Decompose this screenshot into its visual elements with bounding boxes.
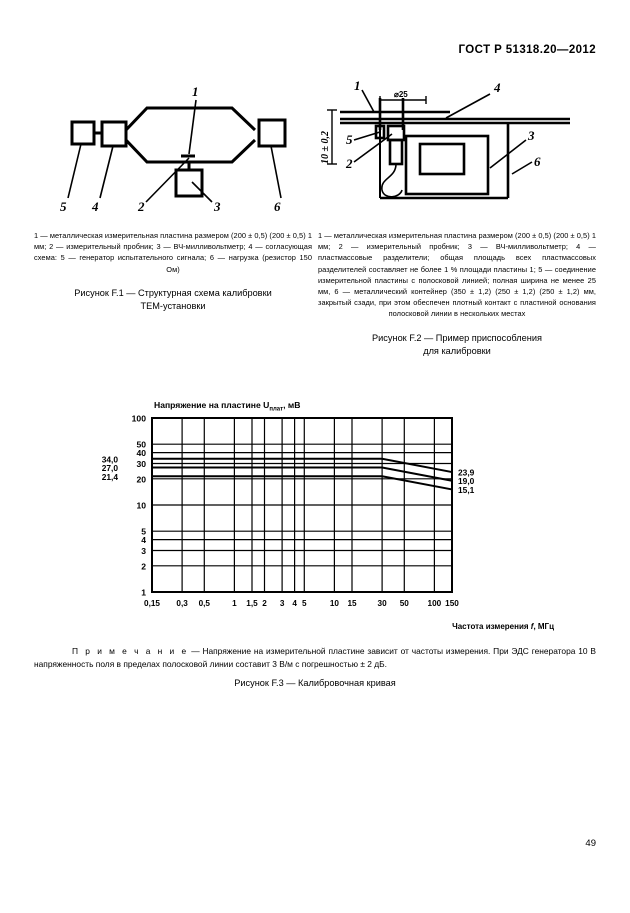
f1-label-4: 4 xyxy=(91,199,99,214)
chart-xtick-0,15: 0,15 xyxy=(144,599,160,608)
chart-xtick-0,5: 0,5 xyxy=(199,599,211,608)
chart-xtick-100: 100 xyxy=(428,599,442,608)
chart-xaxis-title: Частота измерения f, МГц xyxy=(452,622,554,631)
chart-ytick-30: 30 xyxy=(136,459,146,469)
chart-title: Напряжение на пластине Uплат, мВ xyxy=(154,400,300,413)
chart-ytick-1: 1 xyxy=(141,588,146,598)
chart-right-label-3: 15,1 xyxy=(458,485,475,495)
chart-xtick-4: 4 xyxy=(292,599,297,608)
chart-left-label-2: 27,0 xyxy=(102,463,119,473)
page-header: ГОСТ Р 51318.20—2012 xyxy=(458,44,596,56)
figure-f1-legend: 1 — металлическая измерительная пластина… xyxy=(34,231,312,274)
chart-ytick-20: 20 xyxy=(136,474,146,484)
chart-xtick-10: 10 xyxy=(330,599,340,608)
chart-xtick-50: 50 xyxy=(400,599,410,608)
f1-label-1: 1 xyxy=(192,84,199,99)
figure-f2-diagram: 10 ± 0,2 ⌀25 xyxy=(318,78,596,218)
figure-f3-caption: Рисунок F.3 — Калибровочная кривая xyxy=(234,678,396,688)
figure-f2-block: 10 ± 0,2 ⌀25 xyxy=(318,78,596,368)
chart-title-subscript: плат xyxy=(269,406,284,413)
figure-f1-diagram: 5 4 2 3 6 1 xyxy=(34,78,312,218)
chart-left-label-1: 34,0 xyxy=(102,454,119,464)
f1-label-6: 6 xyxy=(274,199,281,214)
figure-f2-caption: Рисунок F.2 — Пример приспособления для … xyxy=(318,332,596,358)
figures-row: 5 4 2 3 6 1 1 — металлическая измеритель… xyxy=(34,78,596,368)
figure-f2-caption-line1: Рисунок F.2 — Пример приспособления xyxy=(372,332,542,343)
note-dash: — xyxy=(188,646,203,656)
chart-right-label-1: 23,9 xyxy=(458,468,475,478)
chart-xtick-15: 15 xyxy=(347,599,357,608)
figure-f1-caption-line2: ТЕМ-установки xyxy=(140,300,206,311)
note-text: Напряжение на измерительной пластине зав… xyxy=(34,646,597,669)
chart-xtick-3: 3 xyxy=(280,599,285,608)
figure-f2-legend: 1 — металлическая измерительная пластина… xyxy=(318,231,596,319)
f1-label-2: 2 xyxy=(137,199,145,214)
f2-dimension-diameter: ⌀25 xyxy=(394,90,408,99)
chart-ytick-50: 50 xyxy=(136,440,146,450)
chart-xtick-1: 1 xyxy=(232,599,237,608)
figure-f2-caption-line2: для калибровки xyxy=(423,345,491,356)
chart-ytick-40: 40 xyxy=(136,448,146,458)
figure-f1-block: 5 4 2 3 6 1 1 — металлическая измеритель… xyxy=(34,78,312,368)
chart-xtick-1,5: 1,5 xyxy=(246,599,258,608)
f2-label-1: 1 xyxy=(354,78,361,93)
f1-label-5: 5 xyxy=(60,199,67,214)
chart-xtick-2: 2 xyxy=(262,599,267,608)
note-label: П р и м е ч а н и е xyxy=(72,646,189,656)
chart-ytick-100: 100 xyxy=(132,414,147,424)
chart-right-label-2: 19,0 xyxy=(458,476,475,486)
chart-xtick-0,3: 0,3 xyxy=(176,599,188,608)
chart-series-1 xyxy=(152,457,453,474)
chart-ytick-4: 4 xyxy=(141,535,146,545)
chart-title-main: Напряжение на пластине U xyxy=(154,400,270,410)
figure-f1-caption: Рисунок F.1 — Структурная схема калибров… xyxy=(34,287,312,313)
figure-f1-caption-line1: Рисунок F.1 — Структурная схема калибров… xyxy=(74,287,272,298)
f2-label-5: 5 xyxy=(346,132,353,147)
chart-ytick-3: 3 xyxy=(141,546,146,556)
f2-label-6: 6 xyxy=(534,154,541,169)
chart-series-3 xyxy=(152,475,453,491)
chart-series-2 xyxy=(152,466,453,482)
f2-dimension-vertical: 10 ± 0,2 xyxy=(320,131,331,164)
chart-xtick-5: 5 xyxy=(302,599,307,608)
f2-label-2: 2 xyxy=(345,156,353,171)
page-number: 49 xyxy=(585,838,596,849)
f2-label-4: 4 xyxy=(493,80,501,95)
chart-xtick-30: 30 xyxy=(378,599,388,608)
chart-title-unit: , мВ xyxy=(283,400,301,410)
chart-ytick-2: 2 xyxy=(141,561,146,571)
chart-left-label-3: 21,4 xyxy=(102,472,119,482)
f2-label-3: 3 xyxy=(527,128,535,143)
f1-label-3: 3 xyxy=(213,199,221,214)
chart-xtick-150: 150 xyxy=(445,599,459,608)
chart-ytick-5: 5 xyxy=(141,527,146,537)
chart-ytick-10: 10 xyxy=(136,501,146,511)
chart-note: П р и м е ч а н и е — Напряжение на изме… xyxy=(34,645,596,671)
